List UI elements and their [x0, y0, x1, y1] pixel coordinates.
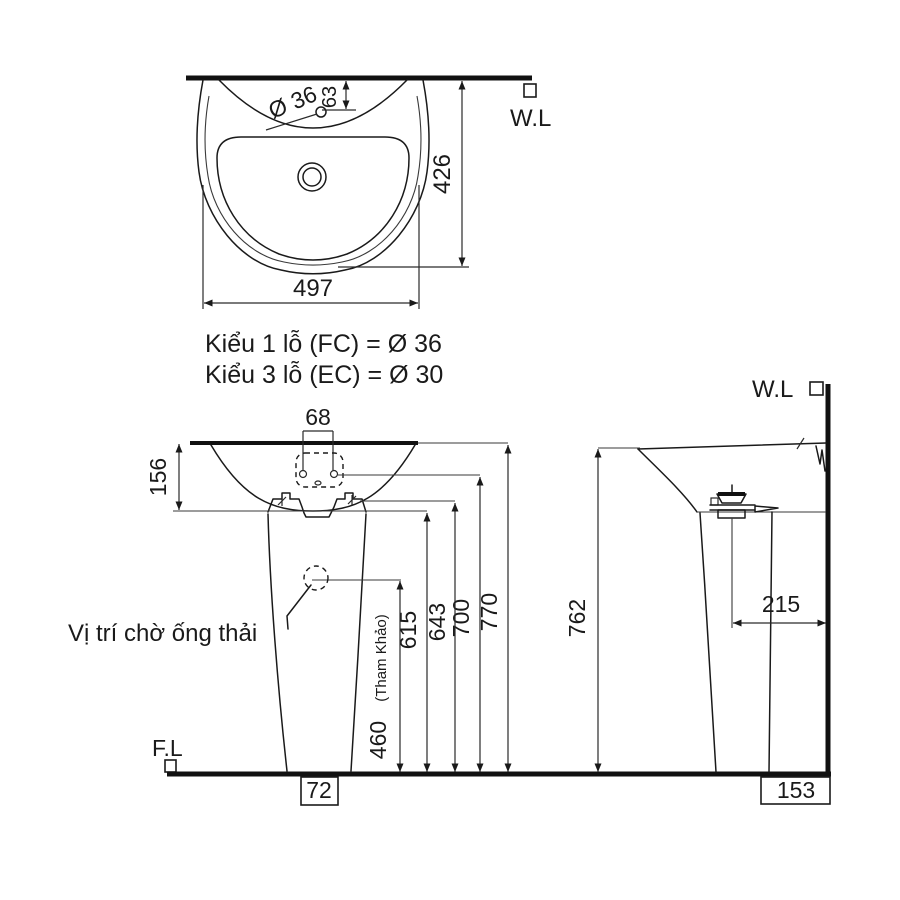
dim-762-label: 762	[564, 599, 590, 637]
dim-615-label: 615	[395, 611, 421, 649]
dim-497: 497	[202, 185, 420, 309]
dim-426-label: 426	[429, 154, 456, 194]
hole-type-notes: Kiểu 1 lỗ (FC) = Ø 36 Kiểu 3 lỗ (EC) = Ø…	[205, 329, 443, 389]
floor-level-label: F.L	[152, 735, 183, 761]
pedestal-front-edge	[699, 512, 717, 773]
pedestal-back-edge	[768, 511, 773, 773]
basin-outline-plan	[196, 79, 430, 275]
dim-215: 215	[733, 591, 826, 627]
dim-762: 762	[564, 447, 640, 772]
dim-faucet-hole: Ø 36	[265, 80, 321, 131]
dim-215-label: 215	[762, 591, 800, 617]
waste-pipe-position: Vị trí chờ ống thải	[68, 565, 329, 647]
dim-460-note-label: (Tham Khảo)	[373, 614, 390, 702]
pedestal-right-edge	[350, 513, 367, 772]
backsplash-section	[815, 445, 826, 472]
wall-level-label: W.L	[510, 105, 551, 132]
faucet-hole	[315, 106, 327, 118]
bowl-inner-rim	[216, 136, 410, 261]
drain-fitting	[709, 484, 779, 628]
waste-pipe-leader	[286, 584, 312, 630]
pedestal-left-edge	[267, 513, 288, 772]
wall-level-marker-side-icon	[809, 381, 824, 396]
dim-72-box	[300, 776, 339, 806]
mounting-brackets	[267, 492, 367, 518]
dim-770: 770	[476, 445, 512, 772]
dim-63-label: 63	[319, 86, 341, 108]
dim-156-label: 156	[145, 458, 171, 496]
back-ledge-arc	[218, 79, 408, 129]
top-view: W.L Ø 36 63 426 497	[186, 75, 551, 309]
note-line-1: Kiểu 1 lỗ (FC) = Ø 36	[205, 329, 442, 358]
floor-level: F.L	[152, 735, 183, 773]
dim-153: 153	[760, 776, 831, 805]
dim-460-label: 460	[365, 721, 391, 759]
dim-497-label: 497	[293, 275, 333, 302]
dim-68-label: 68	[305, 404, 331, 430]
dim-72-label: 72	[306, 777, 332, 803]
wall-level-label-side: W.L	[752, 376, 793, 403]
dim-700-label: 700	[448, 599, 474, 637]
waste-pipe-dashed-mark	[303, 565, 329, 591]
floor-level-marker-icon	[164, 759, 177, 773]
dim-426: 426	[338, 81, 469, 268]
dim-643-label: 643	[424, 603, 450, 641]
side-view: W.L 762	[564, 376, 831, 805]
dim-68-tap-hole: 68	[295, 404, 344, 488]
note-line-2: Kiểu 3 lỗ (EC) = Ø 30	[205, 360, 443, 389]
dim-153-box	[760, 776, 831, 805]
front-view: 68 156 770 700 643	[68, 404, 512, 806]
dim-156: 156	[145, 444, 183, 510]
faucet-hole-dim-label: Ø 36	[265, 80, 321, 123]
bolt-hole-marks	[277, 495, 357, 506]
wall-level-marker-icon	[523, 83, 537, 98]
drain-hole-outer	[297, 162, 327, 192]
dim-460: 460 (Tham Khảo)	[365, 581, 404, 772]
waste-pipe-label: Vị trí chờ ống thải	[68, 620, 257, 647]
dim-72: 72	[300, 776, 339, 806]
dim-153-label: 153	[777, 777, 815, 803]
dim-63: 63	[319, 81, 356, 111]
drain-hole-inner	[302, 167, 322, 187]
